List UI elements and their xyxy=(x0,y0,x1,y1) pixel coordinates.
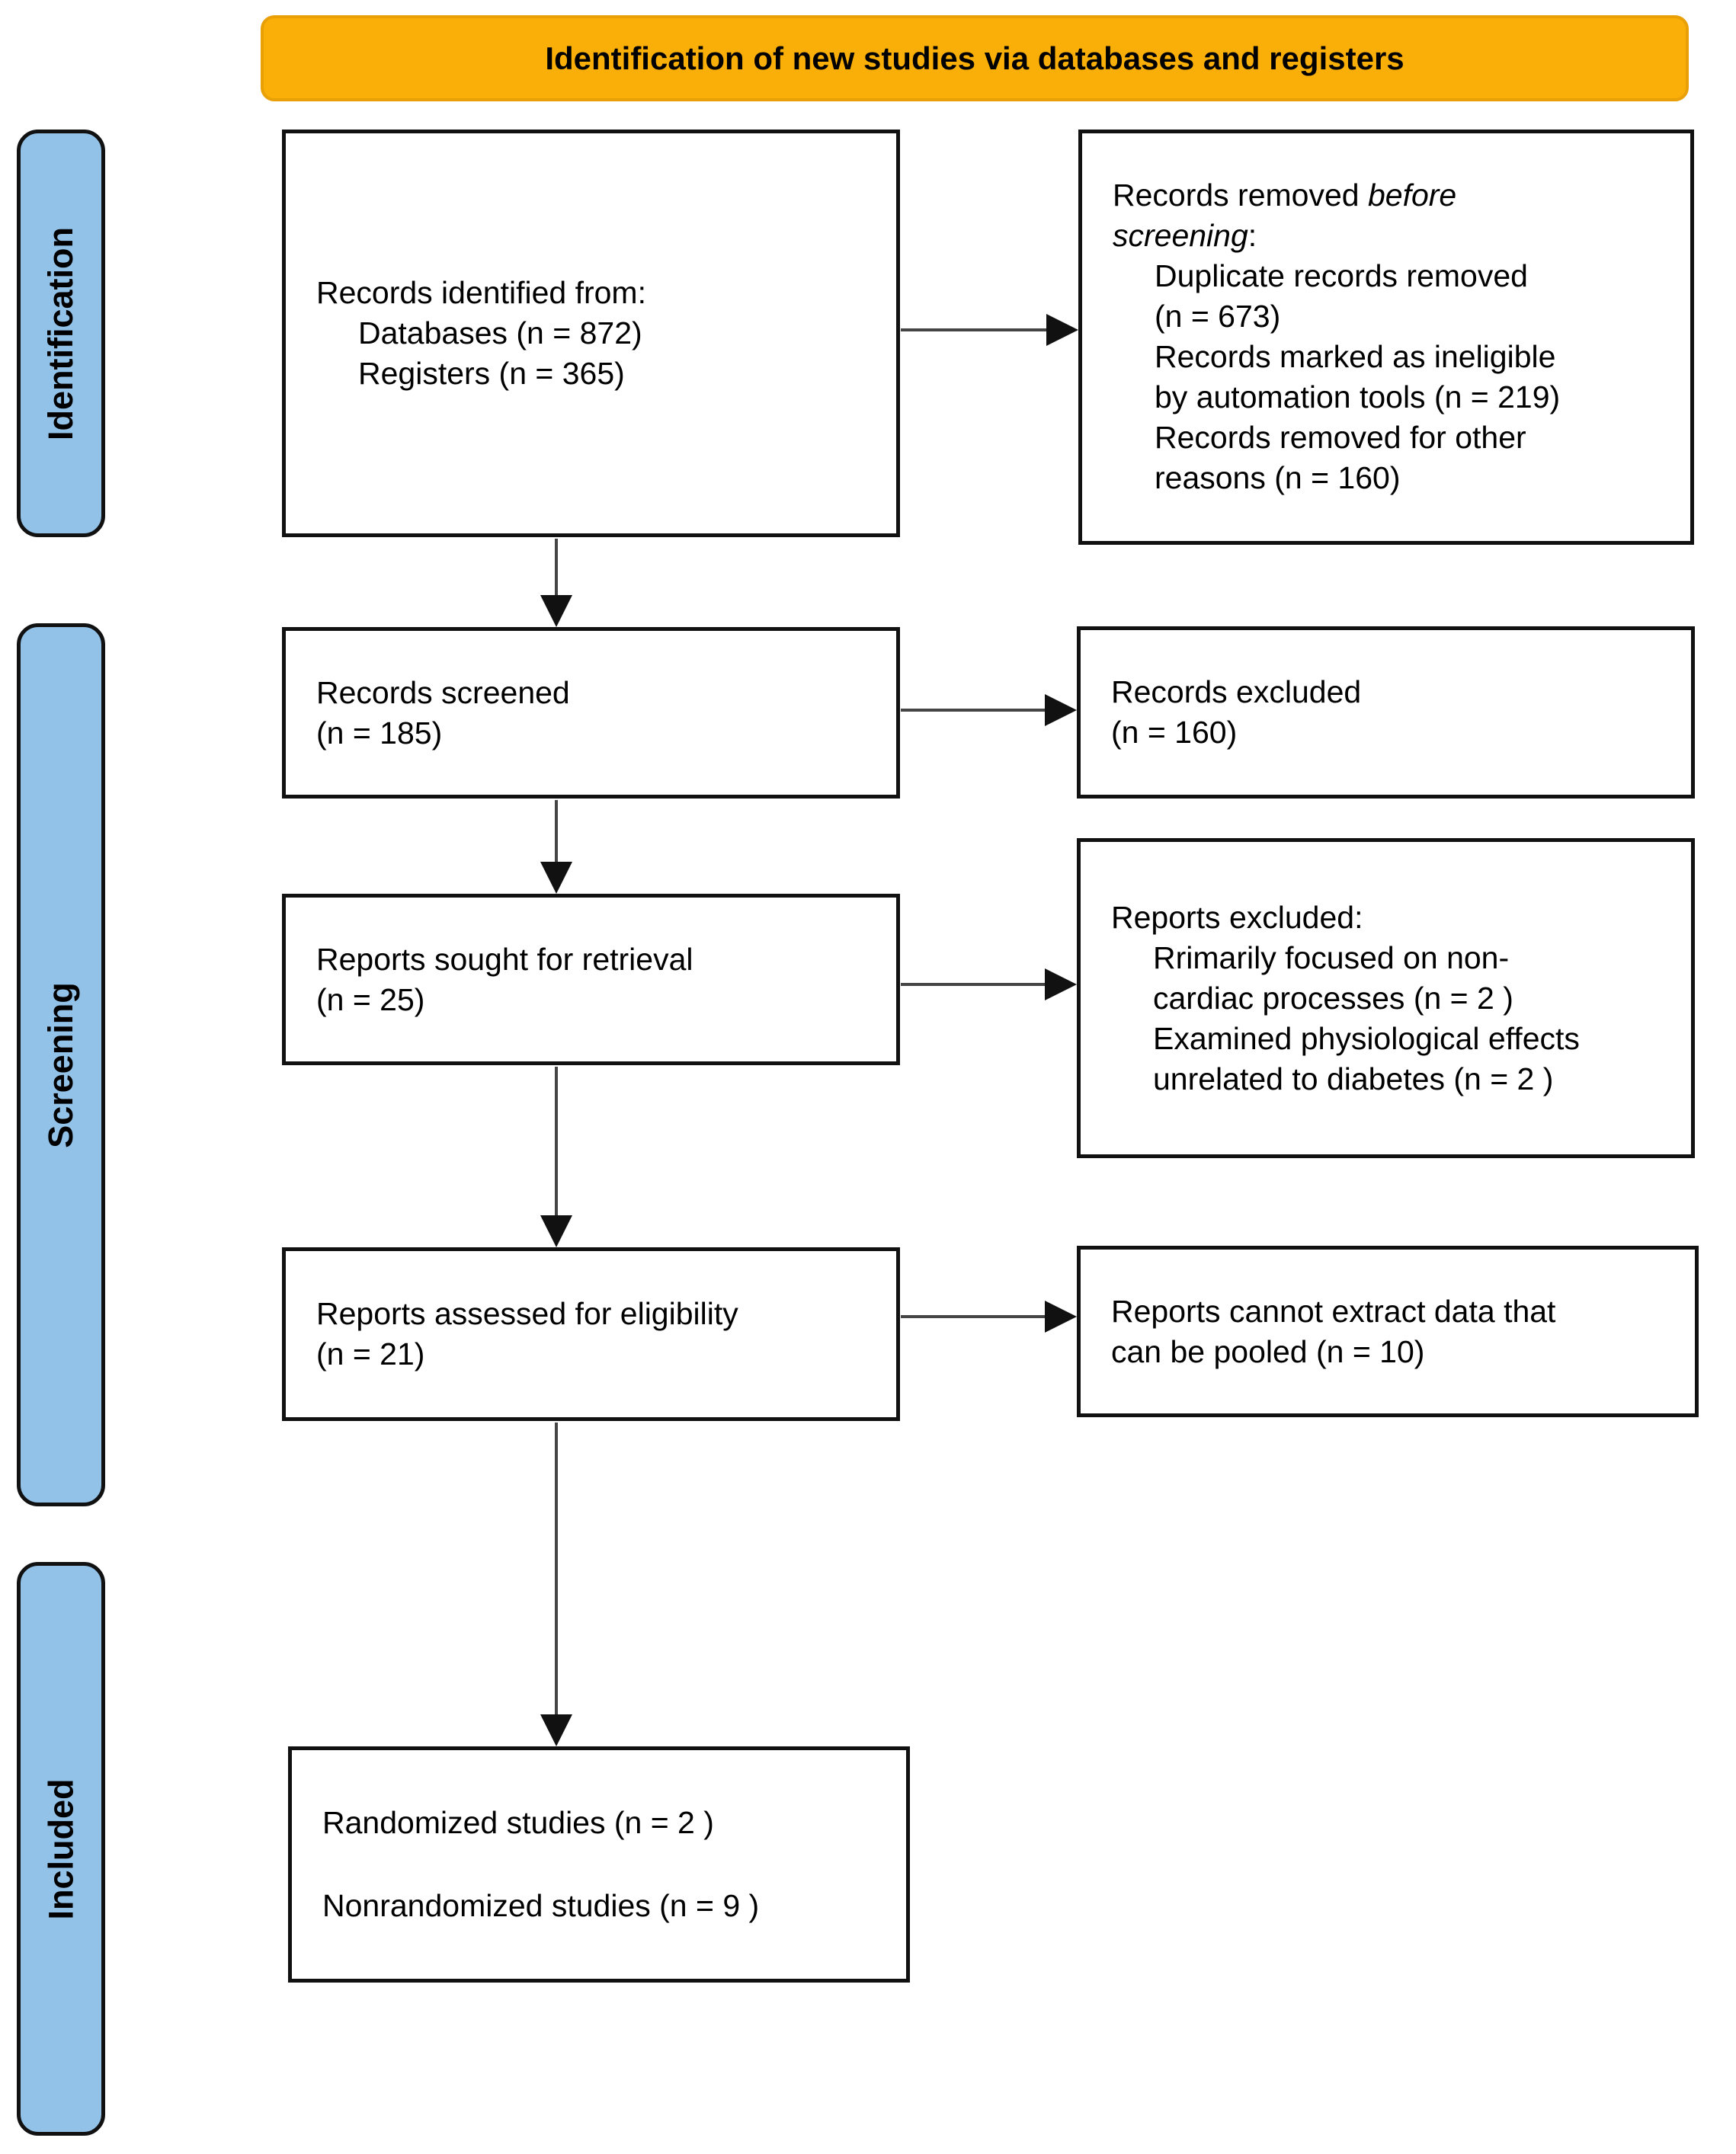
reports-assessed-box: Reports assessed for eligibility (n = 21… xyxy=(282,1247,900,1421)
box-line: Records removed for other xyxy=(1155,420,1526,455)
arrow-sought-to-excluded xyxy=(901,968,1077,1000)
reports-not-pooled-box: Reports cannot extract data that can be … xyxy=(1077,1246,1699,1417)
box-title: Records removed before xyxy=(1113,175,1669,216)
box-title: screening: xyxy=(1113,216,1669,256)
reports-sought-box: Reports sought for retrieval (n = 25) xyxy=(282,894,900,1065)
box-line: Registers (n = 365) xyxy=(358,356,625,391)
box-line: can be pooled (n = 10) xyxy=(1111,1333,1425,1369)
box-line: Databases (n = 872) xyxy=(358,315,642,350)
box-line: Records marked as ineligible xyxy=(1155,339,1556,374)
records-excluded-box: Records excluded (n = 160) xyxy=(1077,626,1695,799)
box-line: Records screened xyxy=(316,674,570,710)
box-line: (n = 21) xyxy=(316,1336,425,1371)
box-line: Reports assessed for eligibility xyxy=(316,1296,738,1331)
box-title: Reports excluded: xyxy=(1111,899,1363,935)
box-line: (n = 160) xyxy=(1111,715,1238,750)
box-line: by automation tools (n = 219) xyxy=(1155,379,1561,414)
arrow-identified-to-removed xyxy=(901,314,1078,346)
box-line: Randomized studies (n = 2 ) xyxy=(322,1805,714,1840)
stage-label-identification: Identification xyxy=(17,130,105,537)
stage-label-included-text: Included xyxy=(41,1778,81,1920)
arrow-sought-to-assessed xyxy=(540,1067,572,1247)
reports-excluded-box: Reports excluded: Rrimarily focused on n… xyxy=(1077,838,1695,1158)
box-line: Examined physiological effects xyxy=(1153,1020,1580,1056)
arrow-screened-to-excluded xyxy=(901,694,1077,726)
records-removed-box: Records removed before screening: Duplic… xyxy=(1078,130,1694,545)
arrow-assessed-to-notpooled xyxy=(901,1301,1077,1333)
arrow-assessed-to-included xyxy=(540,1423,572,1746)
included-studies-box: Randomized studies (n = 2 ) Nonrandomize… xyxy=(288,1746,910,1983)
box-title: Records identified from: xyxy=(316,275,646,310)
box-line: (n = 673) xyxy=(1155,299,1281,334)
box-line: Records excluded xyxy=(1111,674,1362,709)
records-identified-box: Records identified from: Databases (n = … xyxy=(282,130,900,537)
box-line: Rrimarily focused on non- xyxy=(1153,939,1510,975)
box-title-part: Records removed xyxy=(1113,178,1368,213)
box-title-italic: screening xyxy=(1113,218,1248,253)
box-line: unrelated to diabetes (n = 2 ) xyxy=(1153,1061,1554,1096)
box-line: reasons (n = 160) xyxy=(1155,460,1401,495)
box-line: (n = 25) xyxy=(316,981,425,1017)
box-line: Reports cannot extract data that xyxy=(1111,1293,1556,1329)
box-line: (n = 185) xyxy=(316,715,443,751)
stage-label-screening-text: Screening xyxy=(41,981,81,1148)
stage-label-included: Included xyxy=(17,1562,105,2136)
records-screened-box: Records screened (n = 185) xyxy=(282,627,900,799)
arrow-screened-to-sought xyxy=(540,800,572,894)
box-line: Reports sought for retrieval xyxy=(316,941,693,977)
box-title-part: : xyxy=(1248,218,1257,253)
box-line: Nonrandomized studies (n = 9 ) xyxy=(322,1888,760,1923)
stage-label-identification-text: Identification xyxy=(41,226,80,440)
banner-title: Identification of new studies via databa… xyxy=(261,15,1689,101)
box-title-italic: before xyxy=(1367,178,1457,213)
stage-label-screening: Screening xyxy=(17,623,105,1506)
box-line: Duplicate records removed xyxy=(1155,258,1528,293)
box-line: cardiac processes (n = 2 ) xyxy=(1153,980,1513,1016)
arrow-identified-to-screened xyxy=(540,539,572,627)
